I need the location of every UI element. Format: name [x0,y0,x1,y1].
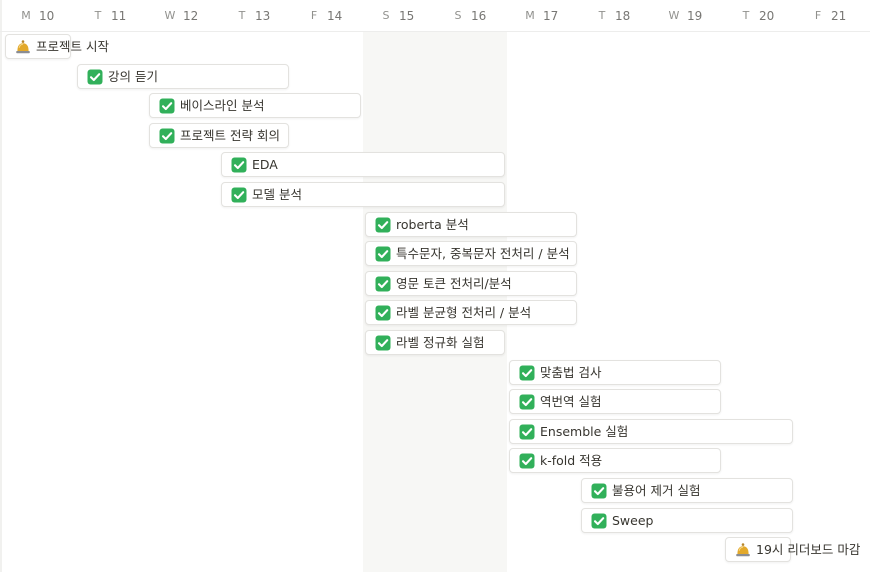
task-label: Ensemble 실험 [540,423,629,439]
check-icon [591,483,607,499]
check-icon [519,394,535,410]
check-icon [519,424,535,440]
day-of-week-label: S [454,9,462,22]
day-number-label: 13 [255,8,271,23]
task-bar[interactable]: 모델 분석 [221,182,505,207]
day-of-week-label: W [164,9,176,22]
task-label: 라벨 분균형 전처리 / 분석 [396,304,532,320]
day-of-week-label: T [598,9,606,22]
task-bar[interactable]: 불용어 제거 실험 [581,478,793,503]
bell-icon [735,542,751,558]
day-number-label: 14 [327,8,343,23]
day-of-week-label: S [382,9,390,22]
day-number-label: 12 [183,8,199,23]
day-header: S 15 [379,0,435,32]
task-label: 역번역 실험 [540,393,602,409]
day-header: W 19 [667,0,723,32]
task-label: 모델 분석 [252,186,302,202]
day-header: T 20 [739,0,795,32]
check-icon [159,98,175,114]
day-header: M 17 [523,0,579,32]
task-label: k-fold 적용 [540,452,603,468]
task-label: 특수문자, 중복문자 전처리 / 분석 [396,245,570,261]
day-header: F 21 [811,0,867,32]
task-label: 19시 리더보드 마감 [756,541,861,557]
task-label: 불용어 제거 실험 [612,482,701,498]
check-icon [231,187,247,203]
task-label: roberta 분석 [396,216,469,232]
task-label: 강의 듣기 [108,68,158,84]
task-label: EDA [252,156,278,172]
day-number-label: 15 [399,8,415,23]
left-edge-strip [0,0,2,572]
day-number-label: 10 [39,8,55,23]
task-bar[interactable]: 라벨 정규화 실험 [365,330,505,355]
header-divider [0,31,870,32]
check-icon [87,69,103,85]
task-bar[interactable]: 프로젝트 전략 회의 [149,123,289,148]
day-number-label: 17 [543,8,559,23]
check-icon [375,335,391,351]
task-bar[interactable]: 맞춤법 검사 [509,360,721,385]
check-icon [231,157,247,173]
check-icon [375,217,391,233]
day-of-week-label: T [742,9,750,22]
task-bar[interactable]: k-fold 적용 [509,448,721,473]
task-bar[interactable]: EDA [221,152,505,177]
day-number-label: 11 [111,8,127,23]
day-header: T 13 [235,0,291,32]
day-header: F 14 [307,0,363,32]
check-icon [519,453,535,469]
check-icon [519,365,535,381]
task-label: 라벨 정규화 실험 [396,334,485,350]
day-of-week-label: T [94,9,102,22]
task-label: 영문 토큰 전처리/분석 [396,275,512,291]
task-label: 맞춤법 검사 [540,364,602,380]
day-header: T 11 [91,0,147,32]
task-bar[interactable]: 베이스라인 분석 [149,93,361,118]
check-icon [375,276,391,292]
day-number-label: 18 [615,8,631,23]
task-bar[interactable]: roberta 분석 [365,212,577,237]
day-number-label: 16 [471,8,487,23]
task-bar[interactable]: 강의 듣기 [77,64,289,89]
task-label: 베이스라인 분석 [180,97,265,113]
task-bar[interactable]: 영문 토큰 전처리/분석 [365,271,577,296]
day-of-week-label: F [310,9,318,22]
task-bar[interactable]: 프로젝트 시작 [5,34,109,59]
task-bar[interactable]: 라벨 분균형 전처리 / 분석 [365,300,577,325]
bell-icon [15,39,31,55]
day-number-label: 20 [759,8,775,23]
check-icon [591,513,607,529]
day-number-label: 19 [687,8,703,23]
day-header: S 16 [451,0,507,32]
check-icon [375,246,391,262]
check-icon [159,128,175,144]
task-label: Sweep [612,512,654,528]
day-header: W 12 [163,0,219,32]
check-icon [375,305,391,321]
task-bar[interactable]: 19시 리더보드 마감 [725,537,860,562]
day-header: T 18 [595,0,651,32]
day-of-week-label: M [525,9,535,22]
task-bar[interactable]: 특수문자, 중복문자 전처리 / 분석 [365,241,577,266]
day-of-week-label: T [238,9,246,22]
day-number-label: 21 [831,8,847,23]
task-label: 프로젝트 시작 [36,38,109,54]
task-label: 프로젝트 전략 회의 [180,127,280,143]
day-header: M 10 [19,0,75,32]
day-of-week-label: F [814,9,822,22]
day-of-week-label: W [668,9,680,22]
task-bar[interactable]: 역번역 실험 [509,389,721,414]
task-bar[interactable]: Sweep [581,508,793,533]
day-of-week-label: M [21,9,31,22]
task-bar[interactable]: Ensemble 실험 [509,419,793,444]
